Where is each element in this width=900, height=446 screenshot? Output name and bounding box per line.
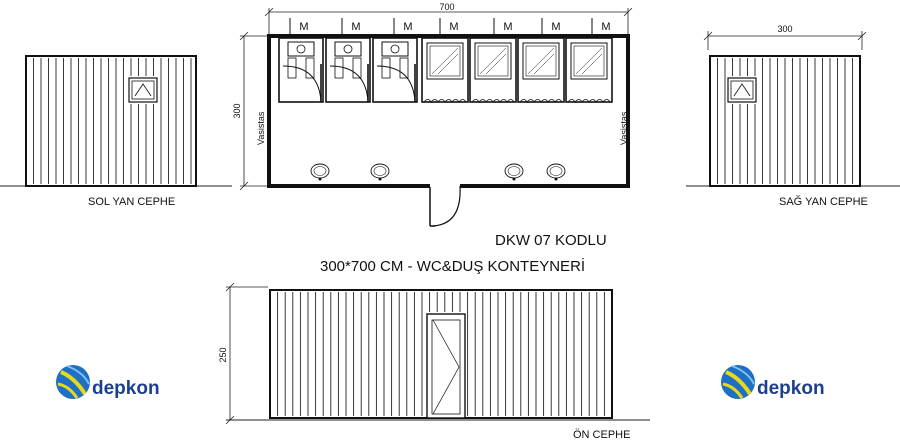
cabin-door-swing <box>329 65 369 103</box>
shower-curtain <box>519 99 563 103</box>
left-side-outline <box>25 55 197 187</box>
right-side-caption: SAĞ YAN CEPHE <box>779 195 868 208</box>
window-mark-label: M <box>551 21 560 33</box>
toilet-footrest <box>305 57 315 79</box>
right-vent-window <box>727 77 757 103</box>
plan-depth-dimension: 300 <box>232 103 242 118</box>
shower-curtain <box>471 99 515 103</box>
vent-label-left: Vasistas <box>256 111 266 145</box>
depkon-logo-right: depkon <box>721 365 825 399</box>
right-side-elevation: 300 SAĞ YAN CEPHE <box>686 24 900 208</box>
brand-name-right: depkon <box>757 378 825 399</box>
sink-tap <box>318 177 322 181</box>
window-mark-label: M <box>503 21 512 33</box>
right-width-dimension: 300 <box>777 24 792 34</box>
cabins <box>278 37 613 103</box>
depkon-logo-left: depkon <box>56 365 160 399</box>
sink-tap <box>512 177 516 181</box>
toilet-drain <box>390 44 400 54</box>
sink-bowl <box>549 166 563 176</box>
shower-hatch <box>581 53 603 75</box>
shower-tray-inner <box>429 45 461 77</box>
drawing-description: 300*700 CM - WC&DUŞ KONTEYNERİ <box>320 257 585 275</box>
sink-tap <box>378 177 382 181</box>
toilet-footrest <box>399 57 409 79</box>
front-caption: ÖN CEPHE <box>573 429 630 441</box>
shower-hatch <box>575 47 603 75</box>
window-mark-label: M <box>351 21 360 33</box>
wc-cabin <box>325 37 371 103</box>
shower-curtain <box>423 99 467 103</box>
window-mark-label: M <box>601 21 610 33</box>
sinks <box>310 163 566 181</box>
toilet-drain <box>343 44 353 54</box>
shower-hatch <box>527 47 555 75</box>
toilet-footrest <box>287 57 297 79</box>
wc-cabin <box>372 37 418 103</box>
shower-tray-inner <box>525 45 557 77</box>
left-side-elevation: SOL YAN CEPHE <box>0 55 232 208</box>
entrance-door-opening <box>430 183 460 189</box>
floor-plan: 700 300 M M M M M M M Vasistas Vasistas <box>232 2 633 227</box>
vent-label-right: Vasistas <box>619 111 629 145</box>
shower-hatch <box>485 53 507 75</box>
brand-name-left: depkon <box>92 378 160 399</box>
window-mark-label: M <box>299 21 308 33</box>
shower-curtain <box>567 99 611 103</box>
left-side-slats <box>33 58 192 184</box>
toilet-footrest <box>381 57 391 79</box>
front-height-dimension: 250 <box>218 347 228 362</box>
shower-hatch <box>533 53 555 75</box>
drawing-code: DKW 07 KODLU <box>495 232 607 249</box>
front-door <box>426 313 466 419</box>
sink-tap <box>554 177 558 181</box>
toilet-footrest <box>334 57 344 79</box>
left-vent-window <box>128 77 158 103</box>
shower-tray-inner <box>573 45 605 77</box>
front-elevation: 250 ÖN CEPHE <box>218 282 650 441</box>
cabin-door-swing <box>282 65 322 103</box>
shower-hatch <box>431 47 459 75</box>
plan-width-dimension: 700 <box>439 2 454 12</box>
shower-hatch <box>479 47 507 75</box>
sink-bowl <box>313 166 327 176</box>
toilet-drain <box>296 44 306 54</box>
cabin-door-swing <box>376 65 416 103</box>
wc-cabin <box>278 37 324 103</box>
right-side-slats <box>717 58 853 184</box>
window-mark-label: M <box>449 21 458 33</box>
squat-toilet <box>287 41 315 57</box>
sink-bowl <box>507 166 521 176</box>
toilet-footrest <box>352 57 362 79</box>
sink-bowl <box>373 166 387 176</box>
window-mark-label: M <box>403 21 412 33</box>
right-side-outline <box>709 55 861 187</box>
shower-hatch <box>437 53 459 75</box>
squat-toilet <box>334 41 362 57</box>
left-side-caption: SOL YAN CEPHE <box>88 196 175 208</box>
entrance-door <box>429 185 461 227</box>
squat-toilet <box>381 41 409 57</box>
shower-tray-inner <box>477 45 509 77</box>
